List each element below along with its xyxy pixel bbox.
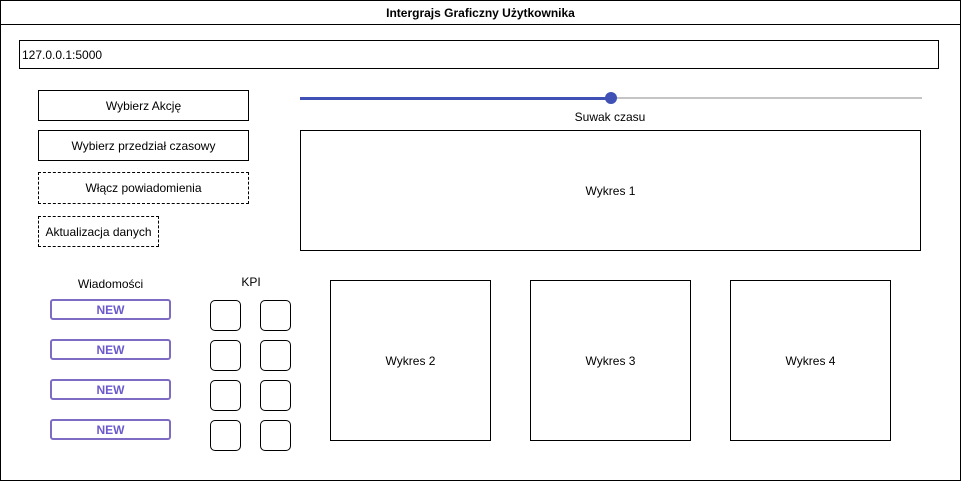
enable-notifications-button[interactable]: Włącz powiadomienia — [38, 172, 249, 204]
chart-1[interactable]: Wykres 1 — [300, 130, 921, 251]
chart-2-label: Wykres 2 — [385, 353, 436, 368]
chart-2[interactable]: Wykres 2 — [330, 280, 491, 441]
slider-thumb[interactable] — [605, 92, 617, 104]
message-new-badge[interactable]: NEW — [50, 419, 171, 440]
kpi-tile[interactable] — [260, 420, 291, 451]
message-new-badge[interactable]: NEW — [50, 299, 171, 320]
kpi-tile[interactable] — [210, 420, 241, 451]
kpi-tile[interactable] — [210, 300, 241, 331]
select-time-range-button[interactable]: Wybierz przedział czasowy — [38, 130, 249, 161]
chart-3[interactable]: Wykres 3 — [530, 280, 691, 441]
kpi-heading: KPI — [241, 275, 261, 289]
kpi-tile[interactable] — [260, 300, 291, 331]
kpi-tile[interactable] — [260, 380, 291, 411]
message-new-badge[interactable]: NEW — [50, 339, 171, 360]
message-new-badge[interactable]: NEW — [50, 379, 171, 400]
chart-4-label: Wykres 4 — [785, 353, 836, 368]
messages-heading: Wiadomości — [77, 277, 144, 291]
data-update-button[interactable]: Aktualizacja danych — [38, 216, 159, 247]
select-action-button[interactable]: Wybierz Akcję — [38, 90, 249, 121]
address-bar[interactable]: 127.0.0.1:5000 — [19, 40, 939, 69]
chart-4[interactable]: Wykres 4 — [730, 280, 891, 441]
chart-3-label: Wykres 3 — [585, 353, 636, 368]
time-slider-label: Suwak czasu — [574, 110, 646, 124]
slider-fill — [300, 97, 611, 100]
kpi-tile[interactable] — [210, 380, 241, 411]
kpi-tile[interactable] — [210, 340, 241, 371]
window-title: Intergrajs Graficzny Użytkownika — [1, 1, 960, 25]
chart-1-label: Wykres 1 — [585, 183, 636, 198]
time-slider[interactable] — [300, 88, 922, 108]
kpi-tile[interactable] — [260, 340, 291, 371]
